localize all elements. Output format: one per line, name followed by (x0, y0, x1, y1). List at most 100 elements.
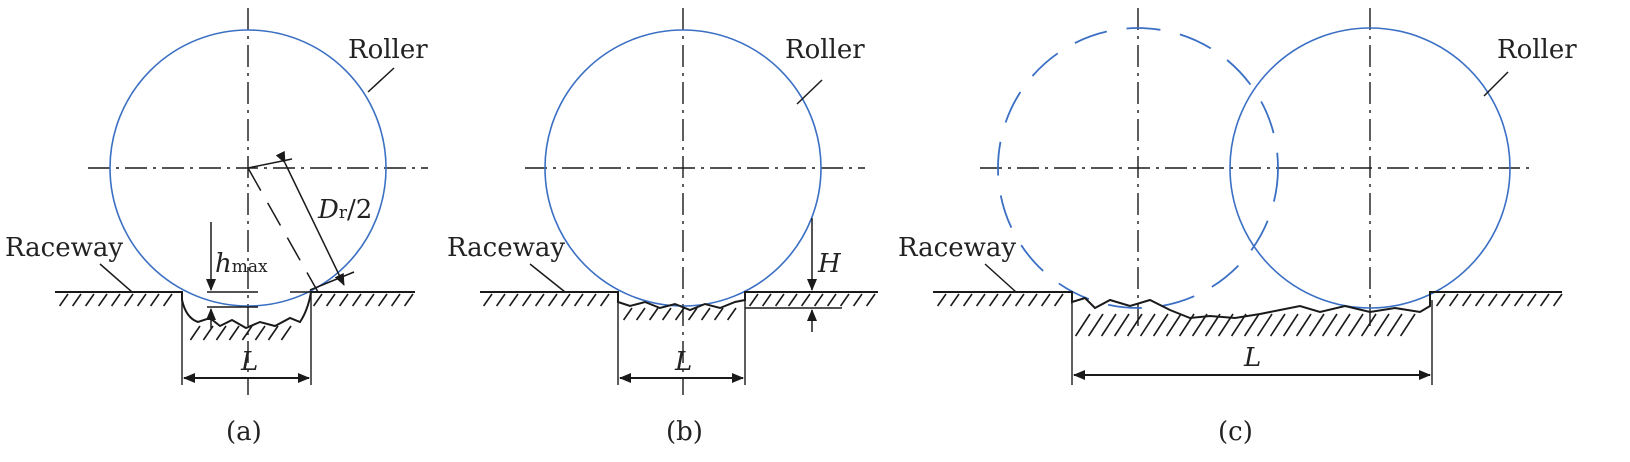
hatch-stroke (1001, 293, 1012, 307)
hatch-stroke (949, 293, 960, 307)
hatch-stroke (1087, 313, 1104, 337)
hatch-stroke (813, 293, 824, 307)
hatch-stroke (351, 293, 362, 307)
hatch-stroke (713, 307, 724, 321)
hatch-stroke (58, 293, 69, 307)
hatch-stroke (622, 307, 633, 321)
hatch-stroke (1152, 313, 1169, 337)
hatch-stroke (936, 293, 947, 307)
hatch-stroke (1308, 313, 1325, 337)
hatch-stroke (726, 307, 737, 321)
roller-label-c: Roller (1497, 35, 1577, 65)
hatch-stroke (1243, 313, 1260, 337)
roller-previous-position-c (997, 27, 1279, 309)
hatch-stroke (495, 293, 506, 307)
hatch-stroke (787, 293, 798, 307)
hatch-stroke (1513, 293, 1524, 307)
hatch-stroke (1295, 313, 1312, 337)
hatch-stroke (1347, 313, 1364, 337)
hatch-stroke (403, 293, 414, 307)
hatch-stroke (189, 325, 201, 341)
roller-leader-c (1483, 71, 1509, 97)
hatch-stroke (280, 325, 292, 341)
caption-c: (c) (1218, 417, 1253, 447)
hatch-stroke (1269, 313, 1286, 337)
hatch-stroke (1461, 293, 1472, 307)
roller-label-a: Roller (348, 35, 428, 65)
raceway-surface-a (55, 291, 415, 330)
hatch-stroke (123, 293, 134, 307)
hatch-stroke (202, 325, 214, 341)
hatch-stroke (1448, 293, 1459, 307)
hatch-stroke (1386, 313, 1403, 337)
hatching (58, 293, 1563, 341)
hatch-stroke (228, 325, 240, 341)
hatch-stroke (1100, 313, 1117, 337)
hatch-stroke (1399, 313, 1416, 337)
hatch-stroke (110, 293, 121, 307)
hatch-stroke (1487, 293, 1498, 307)
hatch-stroke (1256, 313, 1273, 337)
hatch-stroke (800, 293, 811, 307)
hatch-stroke (988, 293, 999, 307)
raceway-leader-c (984, 263, 1017, 293)
hatch-stroke (364, 293, 375, 307)
hatch-stroke (1526, 293, 1537, 307)
hatch-stroke (534, 293, 545, 307)
hatch-stroke (215, 325, 227, 341)
roller-leader-a (367, 67, 395, 93)
roller-a (109, 29, 387, 307)
hatch-stroke (1027, 293, 1038, 307)
roller-leader-b (796, 79, 823, 105)
hatch-stroke (97, 293, 108, 307)
hatch-stroke (1282, 313, 1299, 337)
hatch-stroke (521, 293, 532, 307)
raceway-surface-b (480, 291, 878, 312)
hatch-stroke (71, 293, 82, 307)
hatch-stroke (377, 293, 388, 307)
hatch-stroke (774, 293, 785, 307)
raceway-label-a: Raceway (5, 233, 123, 263)
hatch-stroke (573, 293, 584, 307)
raceway-label-b: Raceway (447, 233, 565, 263)
hatch-stroke (136, 293, 147, 307)
hatch-stroke (1334, 313, 1351, 337)
hatch-stroke (1014, 293, 1025, 307)
hatch-stroke (1139, 313, 1156, 337)
hatch-stroke (586, 293, 597, 307)
hatch-stroke (1074, 313, 1091, 337)
hatch-stroke (390, 293, 401, 307)
hatch-stroke (852, 293, 863, 307)
hatch-stroke (700, 307, 711, 321)
roller-c (1229, 27, 1511, 309)
hatch-stroke (162, 293, 173, 307)
hatch-stroke (312, 293, 323, 307)
hatch-stroke (1165, 313, 1182, 337)
hatch-stroke (1113, 313, 1130, 337)
hatch-stroke (1552, 293, 1563, 307)
raceway-leader-a (99, 263, 133, 293)
hatch-stroke (648, 307, 659, 321)
hatch-stroke (241, 325, 253, 341)
hatch-stroke (1435, 293, 1446, 307)
radius-dimension (247, 150, 355, 293)
hatch-stroke (254, 325, 266, 341)
hatch-stroke (1204, 313, 1221, 337)
radius-label: Dr/2 (317, 195, 372, 225)
hatch-stroke (1539, 293, 1550, 307)
hatch-stroke (748, 293, 759, 307)
hatch-stroke (635, 307, 646, 321)
roller-b (544, 29, 822, 307)
hatch-stroke (1053, 293, 1064, 307)
raceway-label-c: Raceway (898, 233, 1016, 263)
hatch-stroke (1321, 313, 1338, 337)
hatch-stroke (84, 293, 95, 307)
hatch-stroke (325, 293, 336, 307)
hatch-stroke (661, 307, 672, 321)
hatch-stroke (865, 293, 876, 307)
raceway-leader-b (529, 263, 566, 293)
hatch-stroke (761, 293, 772, 307)
caption-a: (a) (226, 417, 262, 447)
